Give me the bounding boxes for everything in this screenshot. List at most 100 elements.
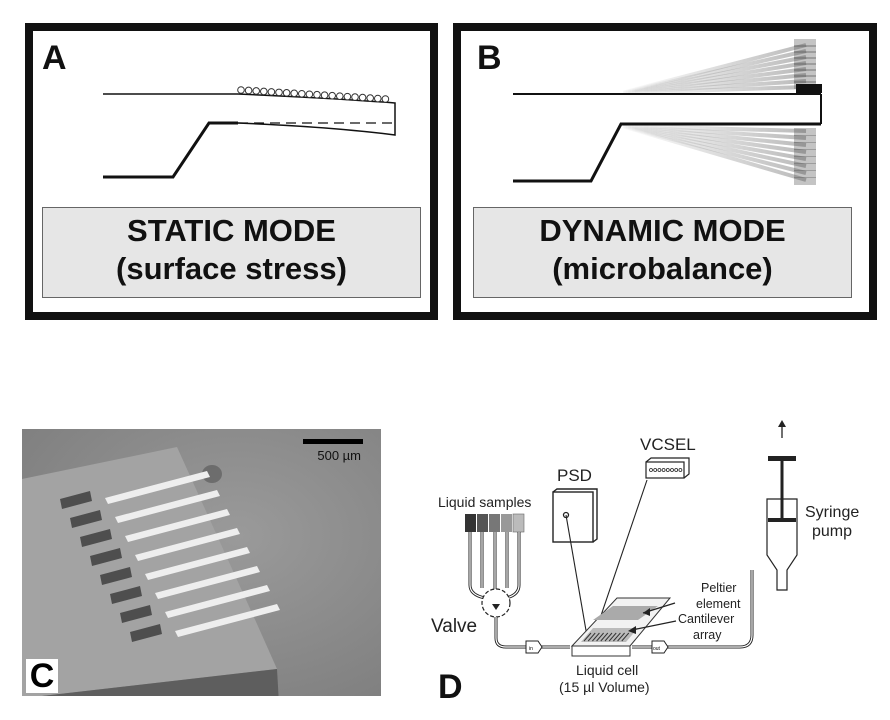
cantilever-well [90, 548, 122, 566]
cantilever [165, 585, 270, 618]
cantilever [125, 509, 230, 542]
molecule [351, 93, 359, 101]
out-flow-arrow [651, 640, 669, 654]
oscillation-tip [794, 156, 816, 164]
cantilever-well [130, 624, 162, 642]
molecule [267, 88, 276, 96]
molecule [244, 86, 253, 95]
psd-label: PSD [557, 466, 592, 485]
molecule [305, 90, 314, 99]
static-mode-cantilever-diagram [103, 86, 396, 179]
oscillation-tip [794, 149, 816, 157]
chip-body [22, 447, 277, 696]
caption-subtitle: (microbalance) [552, 251, 773, 286]
molecule [336, 92, 344, 100]
molecule [313, 90, 321, 99]
molecule [320, 91, 329, 100]
liquid-cell-label: Liquid cell [576, 662, 639, 678]
tip-mass [796, 84, 822, 93]
panel-d-setup-schematic: in out VCSEL PSD Liquid samples Valve Sy… [400, 420, 880, 710]
laser-beam-reflected [565, 514, 589, 643]
molecule [290, 89, 299, 98]
molecule [374, 94, 382, 103]
oscillation-tip [794, 63, 816, 71]
vcsel-label: VCSEL [640, 435, 696, 454]
scale-bar [303, 439, 363, 444]
molecule [260, 87, 268, 96]
cantilever [145, 547, 250, 580]
psd-box [552, 488, 598, 543]
oscillation-tip [794, 135, 816, 143]
cantilever-well [70, 510, 102, 528]
caption-title: STATIC MODE [127, 213, 336, 248]
svg-text:out: out [653, 646, 661, 652]
oscillation-tip [794, 39, 816, 47]
chip-side [42, 669, 279, 696]
chip-base-outline [103, 121, 238, 179]
cantilever-well [120, 605, 152, 623]
molecule [282, 89, 291, 97]
peltier-element [593, 606, 658, 620]
oscillation-tip [794, 142, 816, 150]
cantilever-array-sem [22, 429, 381, 696]
panel-a-static-mode: A STATIC MODE (surface stress) [25, 23, 438, 320]
oscillation-tip [794, 45, 816, 53]
cantilever-well [60, 491, 92, 509]
caption-subtitle: (surface stress) [116, 251, 347, 286]
oscillation-tip [794, 57, 816, 65]
oscillation-trace [620, 124, 807, 182]
cantilevers [60, 471, 280, 642]
cantilever-well [80, 529, 112, 547]
panel-b-label: B [477, 39, 502, 77]
cantilever [155, 566, 260, 599]
oscillation-trace [620, 43, 807, 95]
pump-label: pump [812, 523, 853, 540]
oscillation-upper-blur [620, 39, 816, 95]
oscillation-tip [794, 163, 816, 171]
panel-b-dynamic-mode: B DYNAMIC MODE (microbalance) [453, 23, 877, 320]
oscillation-tip [794, 128, 816, 136]
chip-base-outline [513, 122, 821, 183]
cantilever-well [100, 567, 132, 585]
liquid-cell [570, 597, 672, 657]
valve-label: Valve [431, 616, 478, 637]
molecule [237, 86, 245, 94]
array-label: array [693, 628, 722, 642]
cantilever-label: Cantilever [678, 612, 735, 626]
cantilever [105, 471, 210, 504]
setup-schematic: in out [465, 420, 798, 657]
cantilever [175, 604, 280, 637]
molecule [252, 87, 260, 95]
in-flow-arrow [525, 640, 543, 654]
oscillation-tip [794, 51, 816, 59]
oscillation-tip [794, 170, 816, 178]
adsorbed-molecules [237, 86, 390, 103]
oscillation-lower-blur [620, 124, 816, 185]
molecule [275, 88, 283, 97]
syringe-label: Syringe [805, 504, 860, 521]
panel-c-sem-image: 500 µm C [22, 429, 381, 696]
molecule [381, 95, 390, 103]
oscillation-tip [794, 69, 816, 77]
cantilever [115, 490, 220, 523]
static-mode-caption: STATIC MODE (surface stress) [42, 207, 421, 298]
element-label: element [696, 597, 741, 611]
svg-text:in: in [529, 646, 533, 652]
molecule [358, 93, 367, 102]
cantilever-pointer-arrow [631, 620, 677, 631]
panel-c-label: C [26, 659, 58, 693]
oscillation-tip [794, 177, 816, 185]
cell-volume-label: (15 µl Volume) [559, 679, 650, 695]
caption-title: DYNAMIC MODE [539, 213, 786, 248]
peltier-label: Peltier [701, 581, 737, 595]
molecule [343, 92, 352, 101]
liquid-sample-vials [465, 513, 525, 533]
dynamic-mode-caption: DYNAMIC MODE (microbalance) [473, 207, 852, 298]
molecule [298, 89, 306, 98]
cantilever-well [110, 586, 142, 604]
valve [481, 588, 511, 618]
molecule [366, 94, 375, 102]
panel-a-label: A [42, 39, 67, 77]
dynamic-mode-cantilever-diagram [513, 39, 822, 185]
syringe-pump [766, 420, 798, 591]
